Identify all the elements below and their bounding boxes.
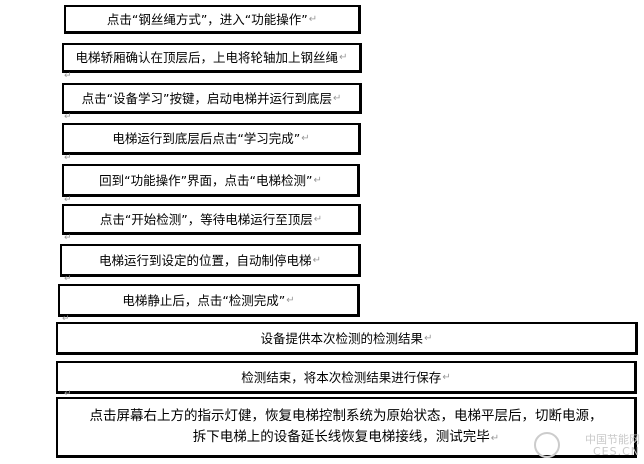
return-mark-icon: ↵ <box>312 254 321 266</box>
step-text: 回到“功能操作”界面，点击“电梯检测” <box>99 172 313 188</box>
step-text: 电梯静止后，点击“检测完成” <box>122 292 286 308</box>
return-mark-icon: ↵ <box>64 71 72 81</box>
flow-step-7: 电梯运行到设定的位置，自动制停电梯↵ <box>60 244 361 277</box>
flow-step-10: 检测结束，将本次检测结果进行保存↵ <box>56 361 637 394</box>
watermark-logo-icon <box>534 432 560 458</box>
return-mark-icon: ↵ <box>64 233 72 243</box>
return-mark-icon: ↵ <box>490 432 500 444</box>
return-mark-icon: ↵ <box>64 195 72 205</box>
return-mark-icon: ↵ <box>286 294 295 306</box>
watermark-line-1: 中国节能网 <box>585 433 640 446</box>
step-text-line-2: 拆下电梯上的设备延长线恢复电梯接线，测试完毕 <box>192 428 490 445</box>
flow-step-11: 点击屏幕右上方的指示灯健，恢复电梯控制系统为原始状态，电梯平层后，切断电源， 拆… <box>56 397 637 458</box>
return-mark-icon: ↵ <box>424 332 433 344</box>
step-text: 电梯运行到底层后点击“学习完成” <box>112 131 301 146</box>
flow-step-5: 回到“功能操作”界面，点击“电梯检测”↵ <box>62 164 360 197</box>
step-text: 设备提供本次检测的检测结果 <box>260 330 424 346</box>
flow-step-9: 设备提供本次检测的检测结果↵ <box>56 322 638 355</box>
return-mark-icon: ↵ <box>301 133 310 144</box>
flow-step-4: 电梯运行到底层后点击“学习完成”↵ <box>62 123 361 155</box>
step-text: 电梯运行到设定的位置，自动制停电梯 <box>99 252 312 268</box>
return-mark-icon: ↵ <box>64 389 72 399</box>
flow-step-2: 电梯轿厢确认在顶层后，上电将轮轴加上钢丝绳↵ <box>62 43 362 73</box>
return-mark-icon: ↵ <box>333 92 342 104</box>
flow-step-3: 点击“设备学习”按键，启动电梯并运行到底层↵ <box>62 83 362 114</box>
flow-step-1: 点击“钢丝绳方式”，进入“功能操作”↵ <box>64 5 361 34</box>
return-mark-icon: ↵ <box>339 52 348 63</box>
return-mark-icon: ↵ <box>64 274 72 284</box>
step-text: 电梯轿厢确认在顶层后，上电将轮轴加上钢丝绳 <box>75 50 339 65</box>
return-mark-icon: ↵ <box>64 112 72 122</box>
return-mark-icon: ↵ <box>442 371 451 383</box>
step-text-line-1: 点击屏幕右上方的指示灯健，恢复电梯控制系统为原始状态，电梯平层后，切断电源， <box>89 407 603 424</box>
step-text: 点击“设备学习”按键，启动电梯并运行到底层 <box>81 90 333 106</box>
flow-step-6: 点击“开始检测”，等待电梯运行至顶层↵ <box>62 204 361 235</box>
flow-step-8: 电梯静止后，点击“检测完成”↵ <box>58 284 360 317</box>
return-mark-icon: ↵ <box>308 13 318 25</box>
step-text: 点击“钢丝绳方式”，进入“功能操作” <box>106 11 308 27</box>
watermark: 中国节能网 CES.CN <box>585 434 640 458</box>
return-mark-icon: ↵ <box>64 153 72 163</box>
return-mark-icon: ↵ <box>313 174 322 186</box>
return-mark-icon: ↵ <box>313 213 323 225</box>
step-text: 检测结束，将本次检测结果进行保存 <box>241 369 442 385</box>
watermark-line-2: CES.CN <box>592 445 640 458</box>
step-text: 点击“开始检测”，等待电梯运行至顶层 <box>99 211 313 227</box>
return-mark-icon: ↵ <box>62 314 70 324</box>
